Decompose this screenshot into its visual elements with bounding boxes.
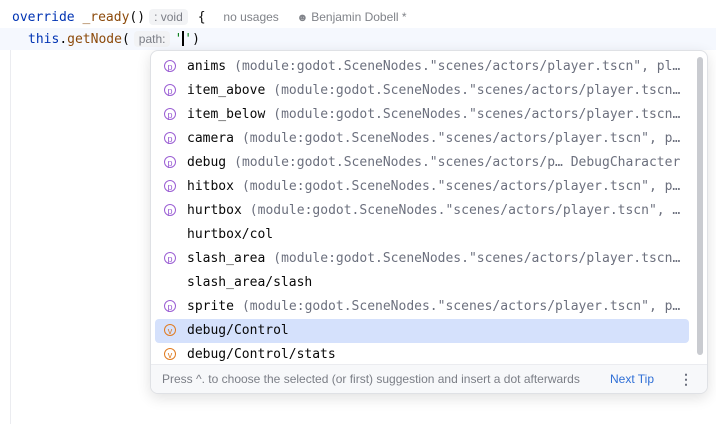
code-line-ready[interactable]: override _ready(): void { no usages ☻Benj… xyxy=(12,6,407,28)
item-type: DebugCharacter xyxy=(562,155,681,170)
item-name: item_above xyxy=(187,83,266,98)
item-detail: (module:godot.SceneNodes."scenes/actors/… xyxy=(249,203,681,218)
completion-item[interactable]: hurtbox/col xyxy=(155,223,689,247)
item-name: anims xyxy=(187,59,227,74)
author-hint[interactable]: ☻Benjamin Dobell * xyxy=(297,10,407,24)
item-detail: (module:godot.SceneNodes."scenes/actors/… xyxy=(241,131,681,146)
completion-item[interactable]: v debug/Control xyxy=(155,319,689,343)
return-type-hint: : void xyxy=(149,9,188,25)
item-detail: (module:godot.SceneNodes."scenes/actors/… xyxy=(273,83,681,98)
usages-hint[interactable]: no usages xyxy=(223,10,279,24)
method-name: _ready xyxy=(82,10,130,25)
item-name: hurtbox/col xyxy=(187,227,274,242)
editor-gutter-line xyxy=(10,50,11,424)
scrollbar[interactable] xyxy=(697,57,703,355)
tip-text: Press ^. to choose the selected (or firs… xyxy=(162,372,580,386)
completion-item[interactable]: p item_below (module:godot.SceneNodes."sce… xyxy=(155,103,689,127)
item-name: debug xyxy=(187,155,227,170)
item-detail: (module:godot.SceneNodes."scenes/actors/… xyxy=(234,59,681,74)
completion-item[interactable]: slash_area/slash xyxy=(155,271,689,295)
item-name: sprite xyxy=(187,299,234,314)
property-icon: p xyxy=(164,252,176,264)
item-name: debug/Control/stats xyxy=(187,347,336,362)
property-icon: p xyxy=(164,84,176,96)
item-name: hurtbox xyxy=(187,203,242,218)
property-icon: p xyxy=(164,300,176,312)
property-icon: p xyxy=(164,180,176,192)
author-name: Benjamin Dobell * xyxy=(311,10,407,24)
item-name: camera xyxy=(187,131,234,146)
open-brace: { xyxy=(197,10,206,25)
item-detail: (module:godot.SceneNodes."scenes/actors/… xyxy=(273,107,681,122)
text-caret xyxy=(182,31,185,46)
user-icon: ☻ xyxy=(296,12,309,24)
variable-icon: v xyxy=(164,324,176,336)
property-icon: p xyxy=(164,156,176,168)
property-icon: p xyxy=(164,132,176,144)
quote-open: ' xyxy=(174,32,183,47)
dot: . xyxy=(59,32,68,47)
param-hint: path: xyxy=(133,31,171,47)
completion-footer: Press ^. to choose the selected (or firs… xyxy=(151,364,707,393)
next-tip-link[interactable]: Next Tip xyxy=(610,372,655,386)
code-line-getnode[interactable]: this.getNode(path:'') xyxy=(0,28,716,50)
item-name: slash_area xyxy=(187,251,266,266)
completion-item[interactable]: p slash_area (module:godot.SceneNodes."sce… xyxy=(155,247,689,271)
more-options-icon[interactable]: ⋮ xyxy=(679,371,693,387)
item-detail: (module:godot.SceneNodes."scenes/actors/… xyxy=(273,251,681,266)
item-detail: (module:godot.SceneNodes."scenes/actors/… xyxy=(241,179,681,194)
keyword-override: override xyxy=(12,10,75,25)
parens: () xyxy=(129,10,146,25)
property-icon: p xyxy=(164,60,176,72)
item-detail: (module:godot.SceneNodes."scenes/actors/… xyxy=(241,299,681,314)
property-icon: p xyxy=(164,108,176,120)
close-paren: ) xyxy=(192,32,200,47)
item-detail: (module:godot.SceneNodes."scenes/actors/… xyxy=(234,155,563,170)
completion-item[interactable]: p item_above (module:godot.SceneNodes."sce… xyxy=(155,79,689,103)
item-name: debug/Control xyxy=(187,323,289,338)
item-name: hitbox xyxy=(187,179,234,194)
item-name: slash_area/slash xyxy=(187,275,313,290)
keyword-this: this xyxy=(28,32,60,47)
item-name: item_below xyxy=(187,107,266,122)
completion-item[interactable]: v debug/Control/stats xyxy=(155,343,689,367)
property-icon: p xyxy=(164,204,176,216)
method-getnode: getNode xyxy=(67,32,122,47)
quote-close: ' xyxy=(184,32,193,47)
variable-icon: v xyxy=(164,348,176,360)
completion-item[interactable]: p hurtbox (module:godot.SceneNodes."scenes… xyxy=(155,199,689,223)
open-paren: ( xyxy=(121,32,130,47)
